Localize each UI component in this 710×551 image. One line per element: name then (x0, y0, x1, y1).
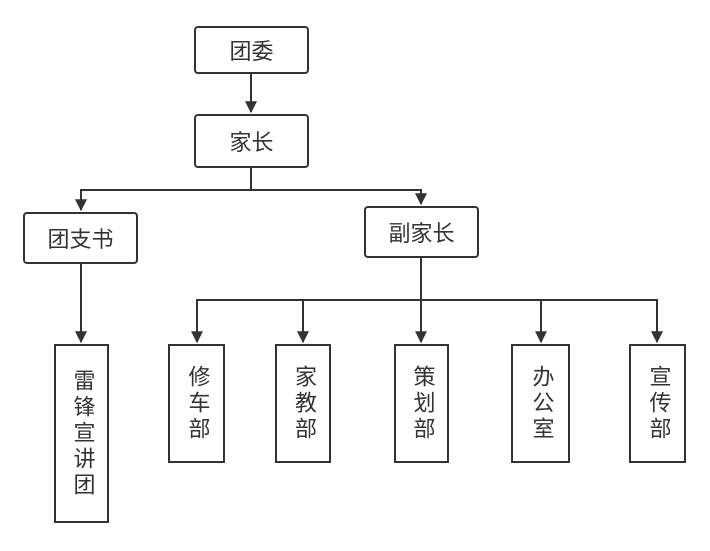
node-jiajiao: 家教部 (275, 344, 331, 463)
node-bangong: 办公室 (511, 344, 570, 463)
edge-fujiazhang-xiuche (191, 299, 421, 344)
node-jiazhang: 家长 (194, 114, 309, 168)
edge-fujiazhang-bangong (421, 299, 547, 344)
node-fujiazhang: 副家长 (364, 206, 479, 258)
node-leifeng: 雷锋宣讲团 (54, 344, 109, 523)
node-tuanzhishu: 团支书 (23, 212, 138, 264)
node-cehua: 策划部 (394, 344, 449, 463)
edge-jiazhang-fujiazhang (251, 189, 427, 206)
node-tuanwei: 团委 (194, 26, 309, 74)
node-xiuche: 修车部 (168, 344, 225, 463)
node-xuanchuan: 宣传部 (629, 344, 686, 463)
edge-jiazhang-tuanzhishu (75, 168, 252, 212)
edge-fujiazhang-xuanchuan (541, 299, 663, 344)
